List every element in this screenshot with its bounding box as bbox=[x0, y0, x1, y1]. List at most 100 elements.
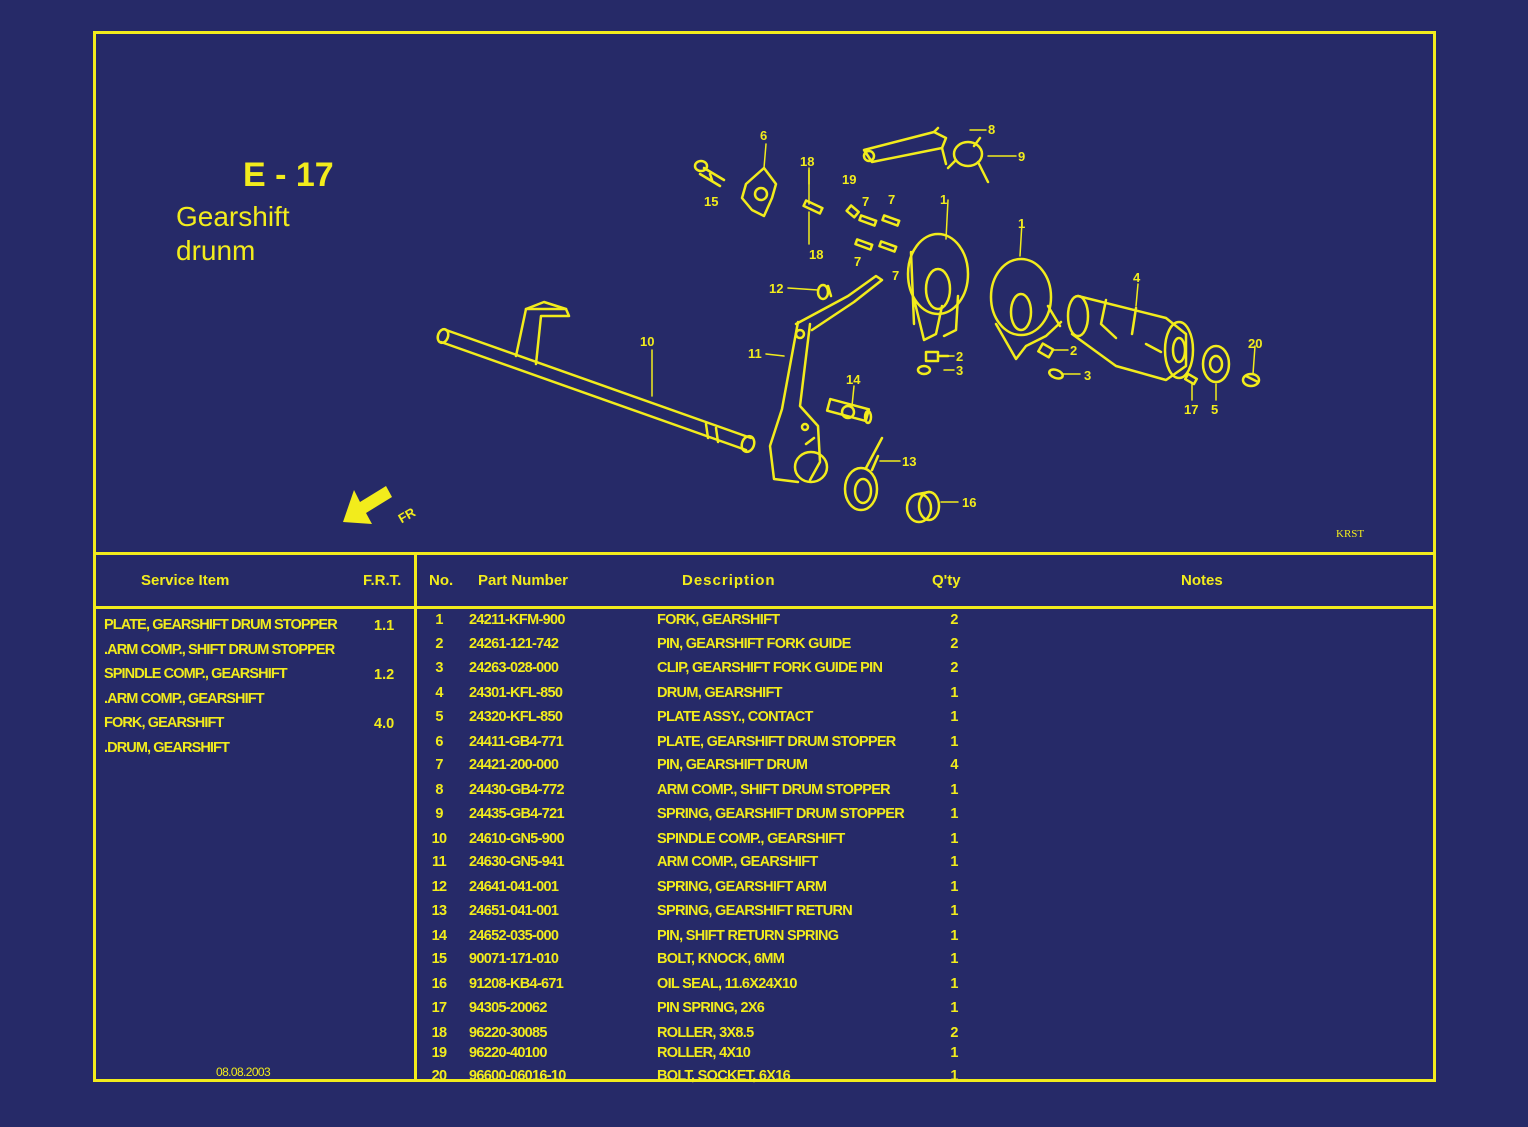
part-description: ARM COMP., SHIFT DRUM STOPPER bbox=[657, 782, 891, 798]
part-no: 5 bbox=[435, 709, 443, 725]
callout-12: 12 bbox=[769, 281, 783, 296]
part-no: 20 bbox=[431, 1068, 447, 1084]
gearshift-arm-part bbox=[768, 274, 884, 484]
part-no: 2 bbox=[435, 636, 443, 652]
part-description: OIL SEAL, 11.6X24X10 bbox=[657, 976, 797, 992]
part-no: 17 bbox=[431, 1000, 447, 1016]
part-qty: 1 bbox=[950, 951, 958, 967]
part-number: 90071-171-010 bbox=[469, 951, 559, 967]
service-frt: 1.1 bbox=[374, 618, 395, 634]
part-description: BOLT, SOCKET, 6X16 bbox=[657, 1068, 791, 1084]
drawing-mark: KRST bbox=[1336, 528, 1365, 540]
callout-11: 11 bbox=[748, 346, 762, 361]
part-qty: 1 bbox=[950, 685, 958, 701]
part-description: ROLLER, 4X10 bbox=[657, 1045, 751, 1061]
shift-return-pin-part bbox=[825, 397, 873, 425]
part-number: 24641-041-001 bbox=[469, 879, 559, 895]
col-qty: Q'ty bbox=[932, 572, 961, 589]
part-no: 12 bbox=[431, 879, 447, 895]
service-item: FORK, GEARSHIFT bbox=[104, 715, 224, 731]
part-no: 13 bbox=[431, 903, 447, 919]
diagram-drawing: FR 6 8 9 15 18 18 19 7 7 7 7 1 1 12 10 1… bbox=[343, 122, 1262, 526]
part-number: 91208-KB4-671 bbox=[469, 976, 564, 992]
contact-plate-part bbox=[1201, 344, 1231, 384]
callout-2b: 2 bbox=[1070, 343, 1077, 358]
callout-6: 6 bbox=[760, 128, 767, 143]
gearshift-fork-part-b bbox=[989, 257, 1063, 361]
table-top-rule bbox=[96, 552, 1433, 555]
part-number: 24652-035-000 bbox=[469, 928, 559, 944]
part-description: FORK, GEARSHIFT bbox=[657, 612, 780, 628]
front-direction-label: FR bbox=[396, 504, 419, 526]
part-number: 24320-KFL-850 bbox=[469, 709, 563, 725]
part-description: PIN, GEARSHIFT FORK GUIDE bbox=[657, 636, 851, 652]
part-number: 24630-GN5-941 bbox=[469, 854, 565, 870]
part-description: PLATE, GEARSHIFT DRUM STOPPER bbox=[657, 734, 896, 750]
part-description: CLIP, GEARSHIFT FORK GUIDE PIN bbox=[657, 660, 883, 676]
spindle-comp-part bbox=[436, 300, 756, 454]
col-part-number: Part Number bbox=[478, 572, 569, 589]
part-qty: 1 bbox=[950, 928, 958, 944]
callout-17: 17 bbox=[1184, 402, 1198, 417]
callout-18b: 18 bbox=[809, 247, 823, 262]
part-description: BOLT, KNOCK, 6MM bbox=[657, 951, 785, 967]
part-no: 11 bbox=[432, 854, 447, 870]
callout-9: 9 bbox=[1018, 149, 1025, 164]
callout-18a: 18 bbox=[800, 154, 814, 169]
service-item: .ARM COMP., SHIFT DRUM STOPPER bbox=[104, 642, 335, 658]
callout-7b: 7 bbox=[888, 192, 895, 207]
part-no: 18 bbox=[431, 1025, 447, 1041]
callout-3a: 3 bbox=[956, 363, 963, 378]
part-number: 24435-GB4-721 bbox=[469, 806, 565, 822]
part-number: 94305-20062 bbox=[469, 1000, 547, 1016]
service-item: SPINDLE COMP., GEARSHIFT bbox=[104, 666, 288, 682]
callout-7a: 7 bbox=[862, 194, 869, 209]
part-number: 24301-KFL-850 bbox=[469, 685, 563, 701]
rollers-pins-part bbox=[802, 199, 901, 253]
front-arrow-icon bbox=[343, 486, 392, 524]
part-qty: 2 bbox=[950, 612, 958, 628]
part-no: 4 bbox=[435, 685, 443, 701]
knock-bolt-part bbox=[693, 159, 726, 188]
col-description: Description bbox=[682, 572, 776, 589]
part-description: SPINDLE COMP., GEARSHIFT bbox=[657, 831, 845, 847]
col-frt: F.R.T. bbox=[363, 572, 402, 589]
callout-2a: 2 bbox=[956, 349, 963, 364]
part-qty: 2 bbox=[950, 1025, 958, 1041]
part-qty: 1 bbox=[950, 831, 958, 847]
callout-13: 13 bbox=[902, 454, 916, 469]
part-qty: 1 bbox=[950, 1068, 958, 1084]
callout-7d: 7 bbox=[892, 268, 899, 283]
gearshift-drum-part bbox=[1066, 294, 1195, 382]
part-description: PIN, SHIFT RETURN SPRING bbox=[657, 928, 839, 944]
callout-16: 16 bbox=[962, 495, 976, 510]
pin-spring-part bbox=[1183, 372, 1199, 386]
part-qty: 2 bbox=[950, 636, 958, 652]
part-no: 1 bbox=[435, 612, 443, 628]
drum-stopper-plate-part bbox=[740, 166, 778, 218]
parts-row: 2 24261-121-742 PIN, GEARSHIFT FORK GUIDE 2 bbox=[96, 636, 1433, 656]
part-qty: 1 bbox=[950, 782, 958, 798]
part-number: 24261-121-742 bbox=[469, 636, 559, 652]
guide-pins-clips-part bbox=[916, 342, 1064, 380]
part-number: 24211-KFM-900 bbox=[469, 612, 565, 628]
part-number: 24421-200-000 bbox=[469, 757, 559, 773]
callout-19: 19 bbox=[842, 172, 856, 187]
part-no: 6 bbox=[435, 734, 443, 750]
part-qty: 1 bbox=[950, 806, 958, 822]
